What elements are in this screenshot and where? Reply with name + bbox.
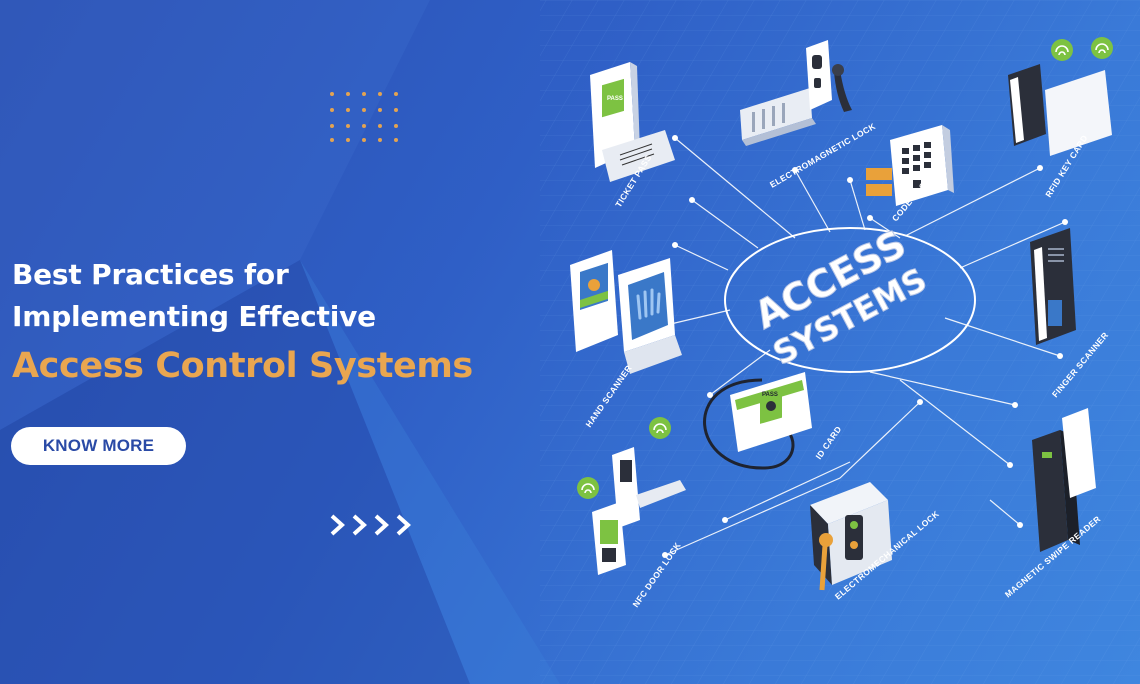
ticket-pass-text: PASS <box>607 96 623 102</box>
id-card-device: PASS <box>703 372 812 470</box>
electromagnetic-lock-device <box>740 40 852 146</box>
center-ring <box>724 227 976 373</box>
know-more-button[interactable]: KNOW MORE <box>11 427 186 465</box>
access-systems-diagram: ACCESS SYSTEMS PASS <box>570 37 1113 609</box>
headline-line-1: Best Practices for <box>12 258 289 291</box>
label-hand-scanner: HAND SCANNER <box>583 363 633 429</box>
headline: Best Practices for Implementing Effectiv… <box>12 254 552 394</box>
headline-accent: Access Control Systems <box>12 346 473 386</box>
label-finger-scanner: FINGER SCANNER <box>1050 330 1110 399</box>
finger-scanner-device <box>1030 228 1076 345</box>
chevrons-right-icon <box>330 514 411 536</box>
hand-scanner-device <box>570 250 682 374</box>
label-nfc-door-lock: NFC DOOR LOCK <box>630 540 683 609</box>
magnetic-swipe-reader-device <box>1032 408 1096 552</box>
id-card-text: PASS <box>762 392 778 398</box>
rfid-key-card-device <box>1008 37 1113 156</box>
code-lock-device <box>866 125 954 206</box>
connector-lines <box>657 137 1066 556</box>
headline-line-2: Implementing Effective <box>12 300 376 333</box>
ticket-pass-device: PASS <box>590 62 675 182</box>
nfc-door-lock-device <box>577 417 686 575</box>
label-id-card: ID CARD <box>813 424 843 461</box>
decorative-dots <box>330 92 410 144</box>
electromechanical-lock-device <box>810 482 892 591</box>
